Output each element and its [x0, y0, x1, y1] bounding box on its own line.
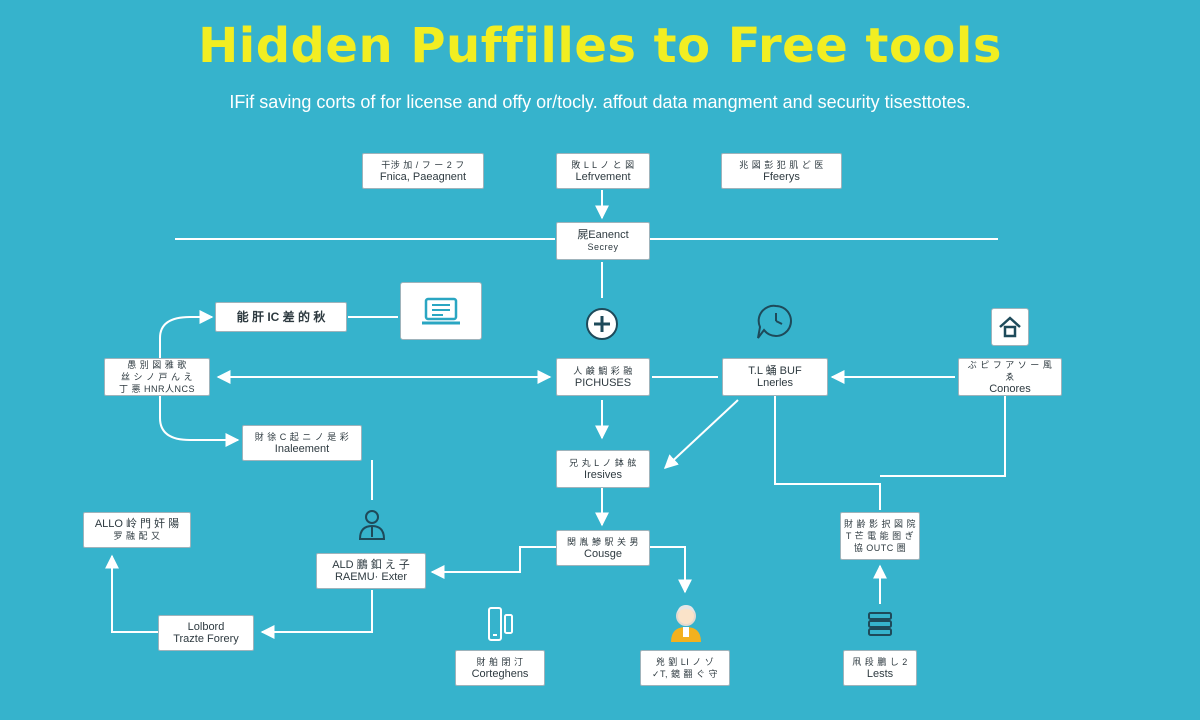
node-reserves-line2: Iresives	[584, 469, 622, 481]
laptop-icon	[400, 282, 482, 340]
node-bottom-mid-left-line2: Corteghens	[471, 668, 529, 680]
node-upper-left: 能 肝 IC 差 的 秋	[215, 302, 347, 332]
node-enter-line2: RAEMU· Exter	[334, 571, 408, 583]
mobile-device-icon	[484, 604, 516, 644]
node-bottom-mid-right-line1: 兇 劉 LI ノ ゾ	[655, 657, 715, 667]
node-left-mid-line2: 丝 シ ノ 戸 ん え	[120, 372, 193, 382]
person-icon	[354, 506, 390, 542]
node-management-line1: 財 徐 C 起 ニ ノ 是 彩	[254, 432, 350, 442]
node-left-mid-line1: 愚 別 図 雅 歌	[127, 360, 187, 370]
node-far-left-line2: 罗 融 配 又	[113, 531, 161, 541]
node-hub-line2: Secrey	[587, 242, 619, 252]
node-hub: 屍Eanenct Secrey	[556, 222, 650, 260]
node-conores: ぶ ピ フ ア ソ ー 風 ゑ Conores	[958, 358, 1062, 396]
node-hub-line1: 屍Eanenct	[577, 229, 629, 241]
node-course-line2: Cousge	[584, 548, 622, 560]
node-left-mid: 愚 別 図 雅 歌 丝 シ ノ 戸 ん え 丁 悪 HNR人NCS	[104, 358, 210, 396]
arrow-enter-bottom-left	[260, 590, 373, 639]
node-top-left-line1: 干涉 加 / フ ー 2 フ	[381, 160, 465, 170]
user-avatar-icon	[664, 600, 708, 644]
arrow-course-enter	[430, 546, 556, 579]
node-course-line1: 関 胤 鯵 駅 关 男	[566, 537, 639, 547]
node-reserves-line1: 兄 丸 L ノ 鉢 舷	[569, 458, 637, 468]
node-top-center-line1: 敗 L L ノ と 図	[571, 160, 635, 170]
node-far-left: ALLO 岭 門 奸 陽 罗 融 配 又	[83, 512, 191, 548]
node-top-center-line2: Lefrvement	[575, 171, 631, 183]
node-management-line2: Inaleement	[274, 443, 330, 455]
node-purchases-line2: PICHUSES	[574, 377, 632, 389]
plus-circle-icon	[584, 306, 620, 342]
node-reserves: 兄 丸 L ノ 鉢 舷 Iresives	[556, 450, 650, 488]
line-conores-down	[880, 396, 1006, 477]
node-enter: ALD 鵬 釦 え 子 RAEMU· Exter	[316, 553, 426, 589]
node-conores-line1: ぶ ピ フ ア ソ ー 風 ゑ	[967, 360, 1053, 382]
node-bottom-right-line1: 凧 段 鵬 し 2	[852, 657, 908, 667]
node-right-lower: 財 齢 影 択 図 院 T 芒 電 能 图 ぎ 協 OUTC 圏	[840, 512, 920, 560]
node-libraries: T.L 蛹 BUF Lnerles	[722, 358, 828, 396]
node-management: 財 徐 C 起 ニ ノ 是 彩 Inaleement	[242, 425, 362, 461]
page-subtitle: IFif saving corts of for license and off…	[229, 92, 971, 112]
node-top-right-line2: Ffeerys	[763, 171, 800, 183]
node-bottom-mid-left-line1: 財 舶 閉 汀	[476, 657, 524, 667]
node-bottom-left: Lolbord Trazte Forery	[158, 615, 254, 651]
node-upper-left-line1: 能 肝 IC 差 的 秋	[236, 310, 326, 324]
node-bottom-right-line2: Lests	[866, 668, 894, 680]
node-bottom-left-line1: Lolbord	[187, 621, 225, 633]
node-top-left: 干涉 加 / フ ー 2 フ Fnica, Paeagnent	[362, 153, 484, 189]
node-left-mid-line3: 丁 悪 HNR人NCS	[118, 384, 195, 394]
arrow-loop-down	[159, 396, 240, 447]
node-bottom-mid-right-line2: ✓T, 鏡 翻 ぐ 守	[651, 669, 719, 679]
node-top-right: 兆 図 彭 犯 肌 ど 医 Ffeerys	[721, 153, 842, 189]
node-bottom-mid-left: 財 舶 閉 汀 Corteghens	[455, 650, 545, 686]
node-far-left-line1: ALLO 岭 門 奸 陽	[94, 518, 180, 530]
node-top-left-line2: Fnica, Paeagnent	[379, 171, 467, 183]
node-right-lower-line1: 財 齢 影 択 図 院	[844, 519, 917, 529]
layers-icon	[862, 606, 898, 642]
node-right-lower-line3: 協 OUTC 圏	[853, 543, 907, 553]
node-enter-line1: ALD 鵬 釦 え 子	[332, 559, 410, 571]
node-bottom-left-line2: Trazte Forery	[173, 633, 239, 645]
node-top-center: 敗 L L ノ と 図 Lefrvement	[556, 153, 650, 189]
line-libraries-down	[774, 396, 881, 510]
clock-bubble-icon	[754, 302, 796, 342]
page-title: Hidden Puffilles to Free tools	[198, 18, 1002, 74]
node-bottom-mid-right: 兇 劉 LI ノ ゾ ✓T, 鏡 翻 ぐ 守	[640, 650, 730, 686]
arrow-course-avatar	[650, 546, 692, 594]
arrow-bottom-left-farleft	[105, 554, 158, 633]
node-top-right-line1: 兆 図 彭 犯 肌 ど 医	[739, 160, 824, 170]
node-libraries-line1: T.L 蛹 BUF	[748, 365, 802, 377]
node-libraries-line2: Lnerles	[756, 377, 794, 389]
node-course: 関 胤 鯵 駅 关 男 Cousge	[556, 530, 650, 566]
home-icon	[991, 308, 1029, 346]
arrow-libraries-reserves	[663, 399, 739, 469]
arrow-loop-up	[159, 310, 214, 358]
node-right-lower-line2: T 芒 電 能 图 ぎ	[845, 531, 915, 541]
node-conores-line2: Conores	[989, 383, 1031, 395]
node-bottom-right: 凧 段 鵬 し 2 Lests	[843, 650, 917, 686]
node-purchases-line1: 人 鹸 鯛 彩 融	[573, 366, 633, 376]
node-purchases: 人 鹸 鯛 彩 融 PICHUSES	[556, 358, 650, 396]
